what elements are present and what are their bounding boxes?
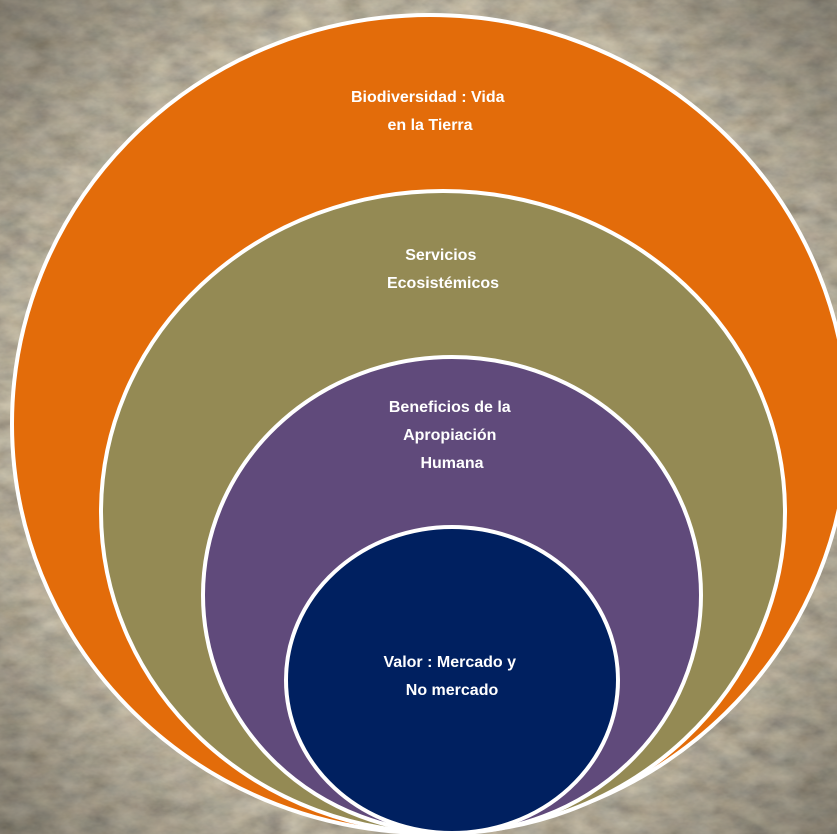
- ring-biodiversidad-label: Biodiversidad : Vida en la Tierra: [351, 89, 509, 134]
- ring-valor-label: Valor : Mercado y No mercado: [384, 654, 521, 699]
- ring-beneficios-label: Beneficios de la Apropiación Humana: [389, 399, 515, 472]
- ring-valor: Valor : Mercado y No mercado: [284, 525, 620, 834]
- ring-servicios-label: Servicios Ecosistémicos: [387, 247, 499, 292]
- ring-valor-shape: [284, 525, 620, 834]
